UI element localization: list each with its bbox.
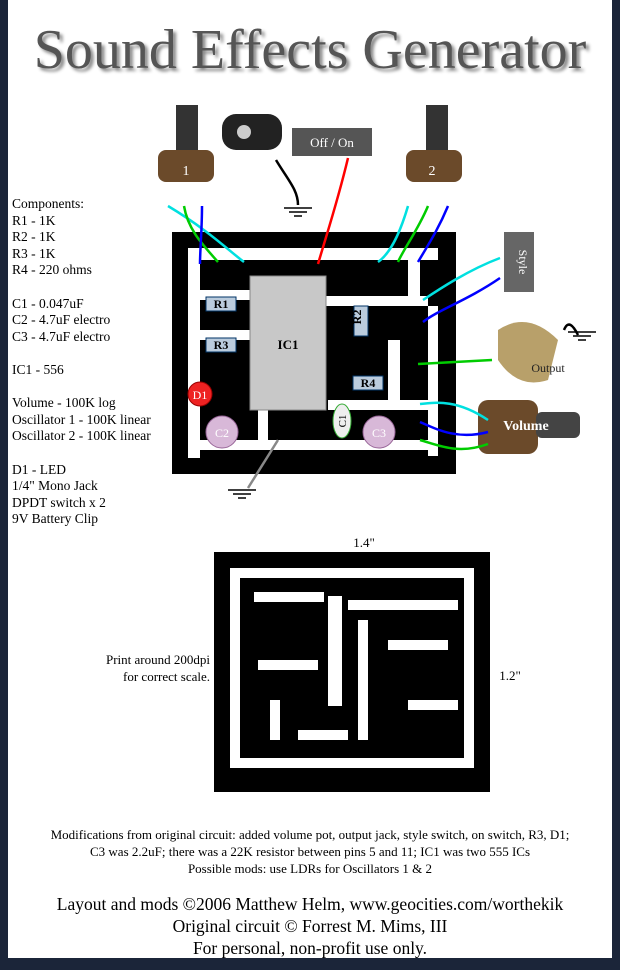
mods-line: Possible mods: use LDRs for Oscillators …: [187, 861, 433, 876]
credit-line: Layout and mods ©2006 Matthew Helm, www.…: [56, 894, 564, 914]
component-item: R2 - 1K: [12, 229, 56, 245]
component-item: 1/4" Mono Jack: [12, 478, 98, 494]
component-item: R3 - 1K: [12, 245, 56, 261]
pot-oscillator-2: 2: [406, 105, 462, 182]
resistor-r2: R2: [350, 305, 369, 337]
pot-oscillator-1: 1: [158, 105, 214, 182]
style-switch: Style: [504, 232, 534, 292]
capacitor-c2: C2: [205, 415, 239, 449]
component-item: C3 - 4.7uF electro: [12, 328, 111, 344]
component-item: D1 - LED: [12, 461, 66, 477]
battery-clip: [222, 114, 282, 150]
page: Sound Effects Generator Components: R1 -…: [8, 0, 612, 958]
component-item: Volume - 100K log: [12, 395, 116, 411]
component-item: IC1 - 556: [12, 361, 64, 377]
ic1-label: IC1: [278, 337, 299, 352]
wires: [167, 157, 580, 489]
mods-line: Modifications from original circuit: add…: [50, 827, 570, 842]
component-item: C1 - 0.047uF: [12, 295, 84, 311]
page-title: Sound Effects Generator: [33, 19, 587, 81]
ic1-chip: [249, 275, 327, 411]
svg-text:2: 2: [429, 164, 436, 179]
components-list: Components: R1 - 1K R2 - 1K R3 - 1K R4 -…: [12, 196, 151, 528]
svg-text:R1: R1: [214, 297, 229, 311]
resistor-r3: R3: [205, 337, 237, 353]
pcb-height-label: 1.2": [499, 668, 521, 683]
ground-symbols: [228, 207, 596, 499]
volume-pot: Volume: [478, 400, 580, 454]
credit-line: For personal, non-profit use only.: [192, 938, 428, 958]
svg-text:R3: R3: [214, 338, 229, 352]
component-item: DPDT switch x 2: [12, 494, 106, 510]
circuit-diagram: IC1 R1 R3 R4 R2 D1 C2 C3 C1 1 2 Off / On…: [106, 105, 596, 792]
board-traces: [188, 248, 438, 458]
output-jack: Output: [498, 322, 565, 383]
component-item: 9V Battery Clip: [12, 511, 98, 527]
components-heading: Components:: [12, 196, 85, 211]
capacitor-c1: C1: [332, 403, 352, 439]
svg-text:Style: Style: [516, 250, 530, 275]
print-note: Print around 200dpi: [106, 652, 210, 667]
svg-text:Output: Output: [531, 361, 565, 375]
mods-line: C3 was 2.2uF; there was a 22K resistor b…: [89, 844, 530, 859]
credits: Layout and mods ©2006 Matthew Helm, www.…: [8, 893, 612, 959]
capacitor-c3: C3: [362, 415, 396, 449]
svg-text:C2: C2: [215, 426, 229, 440]
svg-text:C3: C3: [372, 426, 386, 440]
pcb-traces: [230, 568, 474, 768]
resistor-r4: R4: [352, 375, 384, 391]
component-item: C2 - 4.7uF electro: [12, 312, 111, 328]
resistor-r1: R1: [205, 296, 237, 312]
credit-line: Original circuit © Forrest M. Mims, III: [172, 916, 448, 936]
pcb-width-label: 1.4": [353, 535, 375, 550]
svg-text:R2: R2: [350, 310, 364, 325]
component-item: R4 - 220 ohms: [12, 262, 92, 278]
component-item: R1 - 1K: [12, 212, 56, 228]
component-item: Oscillator 2 - 100K linear: [12, 428, 151, 444]
svg-text:1: 1: [183, 164, 190, 179]
svg-text:R4: R4: [361, 376, 376, 390]
power-switch: Off / On: [292, 128, 372, 156]
svg-text:D1: D1: [193, 388, 208, 402]
led-d1: D1: [187, 381, 213, 407]
modifications-notes: Modifications from original circuit: add…: [8, 826, 612, 877]
svg-text:C1: C1: [337, 415, 349, 428]
printable-pcb: [214, 552, 490, 792]
print-note: for correct scale.: [123, 669, 210, 684]
svg-text:Off / On: Off / On: [310, 135, 354, 150]
component-item: Oscillator 1 - 100K linear: [12, 411, 151, 427]
svg-text:Volume: Volume: [503, 419, 548, 434]
